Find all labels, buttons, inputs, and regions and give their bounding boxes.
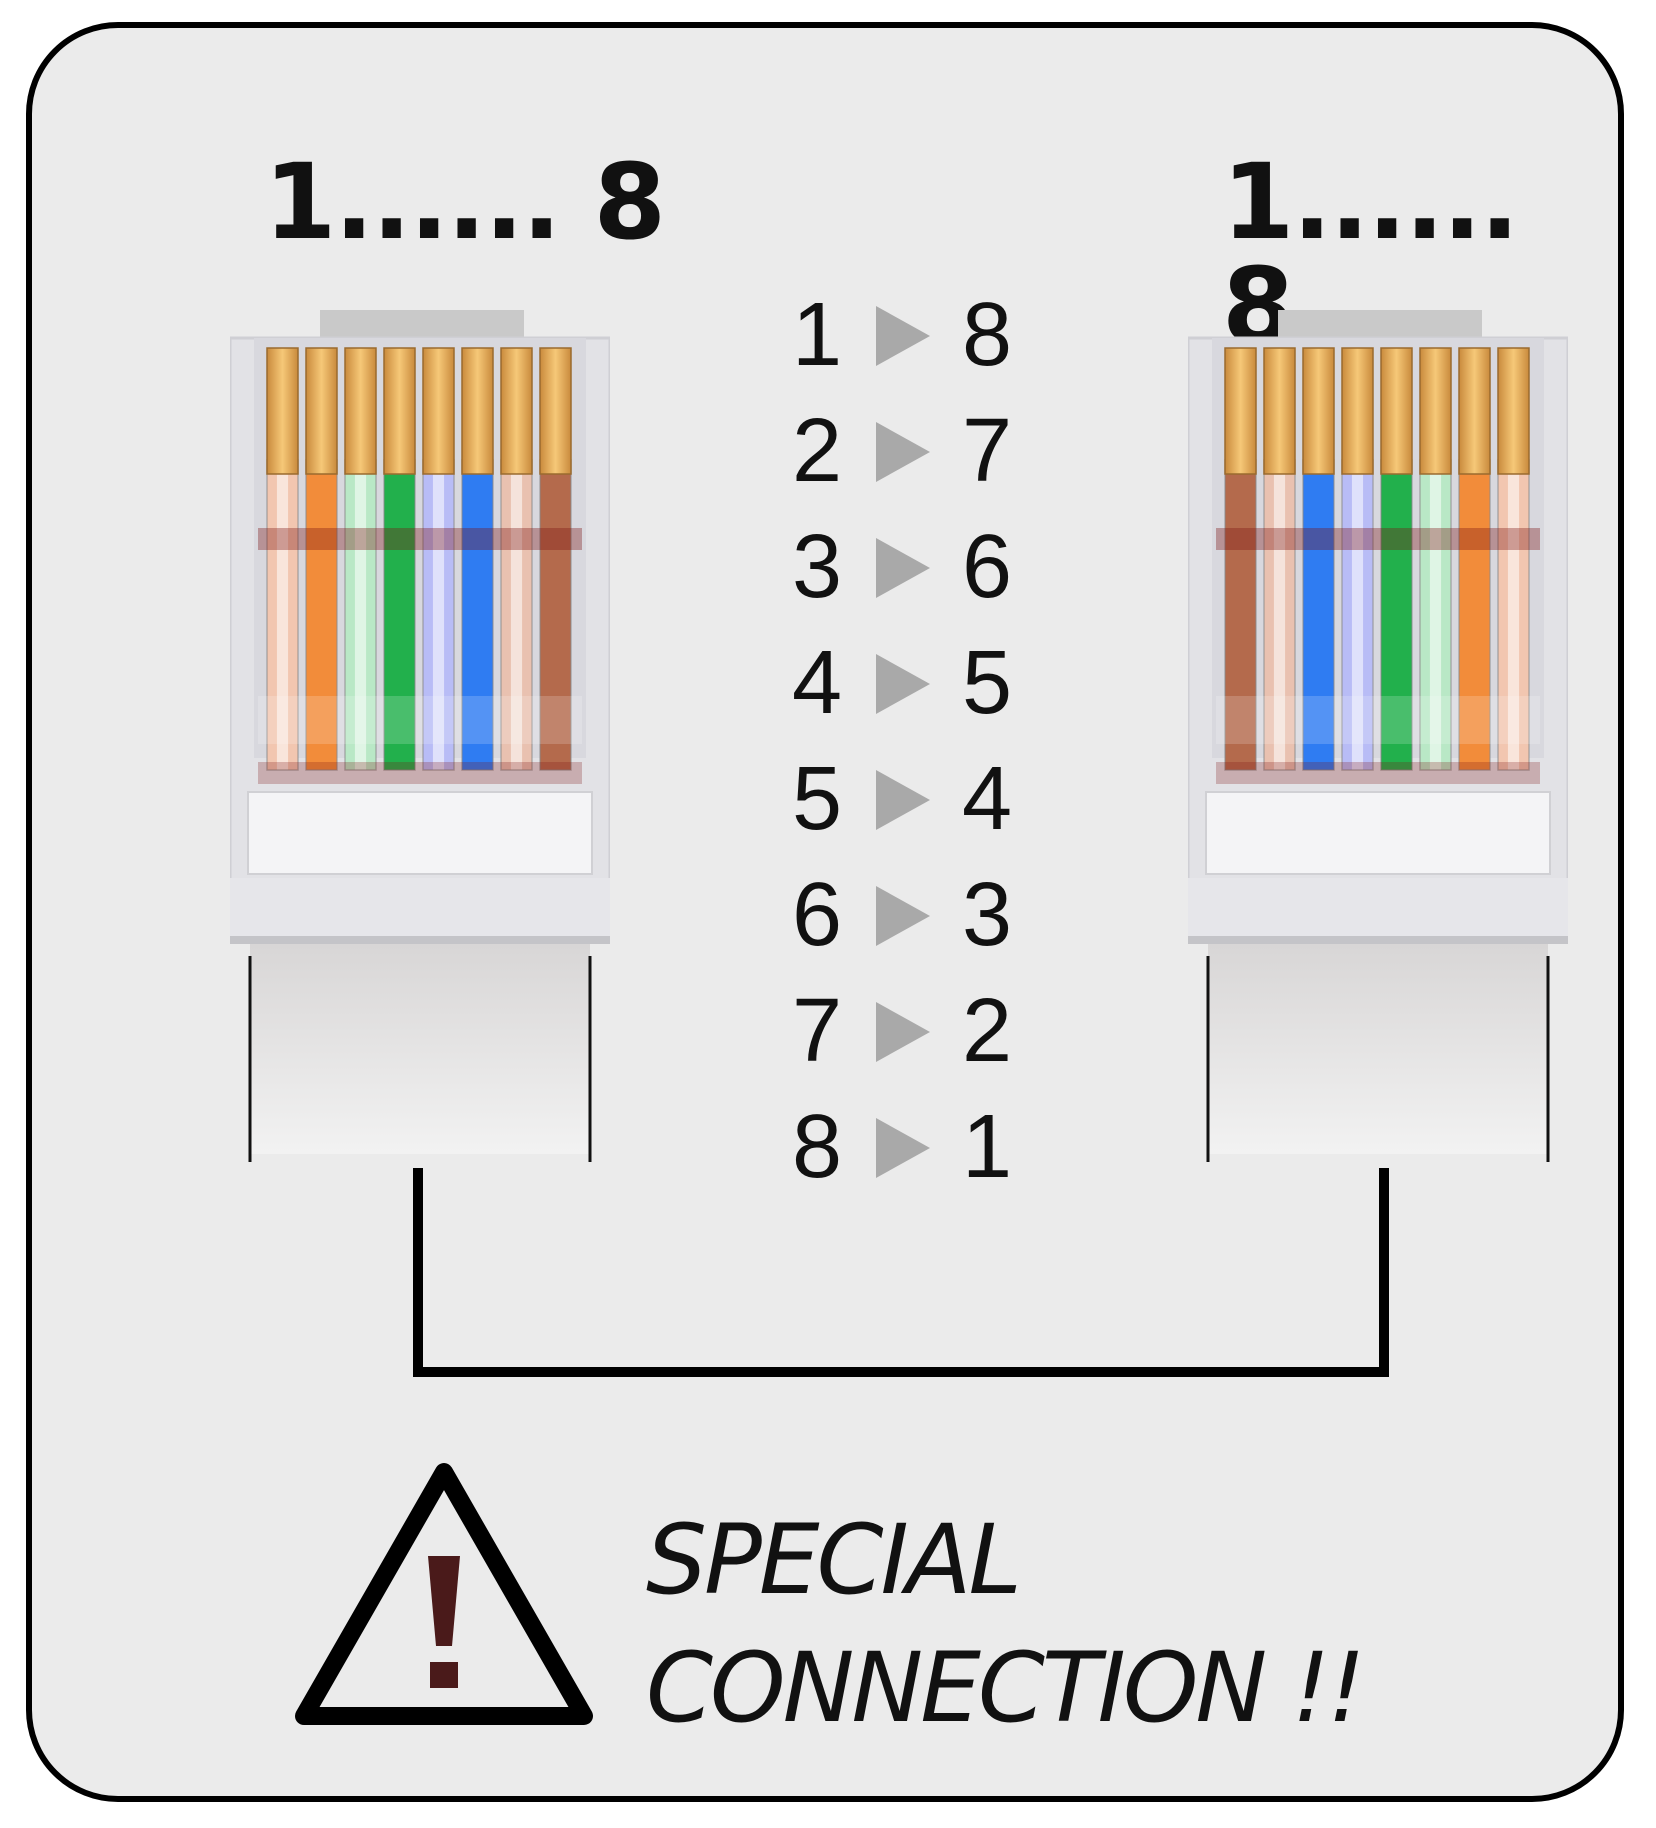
pin-to: 2	[961, 981, 1013, 1081]
cable-boot	[1208, 944, 1548, 1154]
pin-mapping-row: 8 1	[772, 1096, 1032, 1212]
gold-contact	[1302, 347, 1335, 475]
gold-contact	[422, 347, 455, 475]
plug-edge	[1188, 936, 1568, 944]
plug-shell-lower	[230, 878, 610, 940]
gold-contact	[1419, 347, 1452, 475]
pin-mapping-row: 5 4	[772, 748, 1032, 864]
crimp-band	[1216, 762, 1540, 784]
wire	[306, 460, 337, 770]
warning-triangle-icon	[295, 1463, 593, 1725]
wire-stripe	[510, 460, 523, 770]
wire	[1225, 460, 1256, 770]
arrow-right-icon	[876, 654, 930, 714]
plug-shell	[247, 791, 593, 875]
crimp-band	[258, 528, 582, 550]
gold-contact	[461, 347, 494, 475]
left-pin-range-label: 1...... 8	[264, 141, 666, 263]
arrow-right-icon	[876, 538, 930, 598]
pin-to: 4	[961, 749, 1013, 849]
arrow-right-icon	[876, 1118, 930, 1178]
arrow-right-icon	[876, 1002, 930, 1062]
wire-stripe	[432, 460, 445, 770]
gold-contact	[1458, 347, 1491, 475]
gold-contact	[1263, 347, 1296, 475]
plug-edge	[230, 936, 610, 944]
gold-contact	[266, 347, 299, 475]
wire	[1459, 460, 1490, 770]
wire-stripe	[1273, 460, 1286, 770]
wire-stripe	[354, 460, 367, 770]
gold-contact	[1497, 347, 1530, 475]
wire-stripe	[1351, 460, 1364, 770]
latch-tab	[320, 310, 524, 340]
cable-boot	[250, 944, 590, 1154]
gold-contact	[1380, 347, 1413, 475]
arrow-right-icon	[876, 306, 930, 366]
pin-mapping-row: 1 8	[772, 284, 1032, 400]
plug-shell-lower	[1188, 878, 1568, 940]
strain-highlight	[1216, 696, 1540, 744]
pin-from: 3	[791, 517, 843, 617]
pin-from: 5	[791, 749, 843, 849]
pin-mapping-row: 2 7	[772, 400, 1032, 516]
gold-contact	[344, 347, 377, 475]
plug-shell	[1205, 791, 1551, 875]
gold-contact	[305, 347, 338, 475]
wire	[384, 460, 415, 770]
wire-stripe	[276, 460, 289, 770]
pin-from: 7	[791, 981, 843, 1081]
pin-from: 8	[791, 1097, 843, 1197]
pin-to: 6	[961, 517, 1013, 617]
pin-mapping-list: 1 8 2 7 3 6 4 5 5 4 6 3 7	[772, 284, 1032, 1212]
wire-stripe	[1507, 460, 1520, 770]
pin-from: 1	[791, 285, 843, 385]
gold-contact	[383, 347, 416, 475]
pin-to: 1	[961, 1097, 1013, 1197]
wire	[462, 460, 493, 770]
wire-stripe	[1429, 460, 1442, 770]
strain-highlight	[258, 696, 582, 744]
pin-to: 3	[961, 865, 1013, 965]
wire	[540, 460, 571, 770]
wire	[1381, 460, 1412, 770]
crimp-band	[258, 762, 582, 784]
arrow-right-icon	[876, 886, 930, 946]
pin-mapping-row: 3 6	[772, 516, 1032, 632]
pin-to: 8	[961, 285, 1013, 385]
latch-tab	[1278, 310, 1482, 340]
pin-mapping-row: 7 2	[772, 980, 1032, 1096]
warning-message: SPECIAL CONNECTION !!	[646, 1496, 1366, 1752]
pin-from: 2	[791, 401, 843, 501]
wire	[1303, 460, 1334, 770]
pin-from: 4	[791, 633, 843, 733]
right-rj45-connector	[1188, 310, 1568, 1162]
gold-contact	[500, 347, 533, 475]
pin-mapping-row: 6 3	[772, 864, 1032, 980]
warning-line-1: SPECIAL	[646, 1504, 1022, 1616]
crimp-band	[1216, 528, 1540, 550]
pin-to: 7	[961, 401, 1013, 501]
diagram-panel: 1...... 8 1...... 8 1 8 2 7 3 6 4 5 5 4	[26, 22, 1624, 1802]
warning-line-2: CONNECTION !!	[646, 1632, 1366, 1744]
arrow-right-icon	[876, 422, 930, 482]
pin-mapping-row: 4 5	[772, 632, 1032, 748]
left-rj45-connector	[230, 310, 610, 1162]
right-pin-range-label: 1...... 8	[1222, 141, 1519, 367]
gold-contact	[1341, 347, 1374, 475]
pin-to: 5	[961, 633, 1013, 733]
gold-contact	[539, 347, 572, 475]
gold-contact	[1224, 347, 1257, 475]
pin-from: 6	[791, 865, 843, 965]
arrow-right-icon	[876, 770, 930, 830]
crossover-cable-line	[413, 1168, 1389, 1377]
